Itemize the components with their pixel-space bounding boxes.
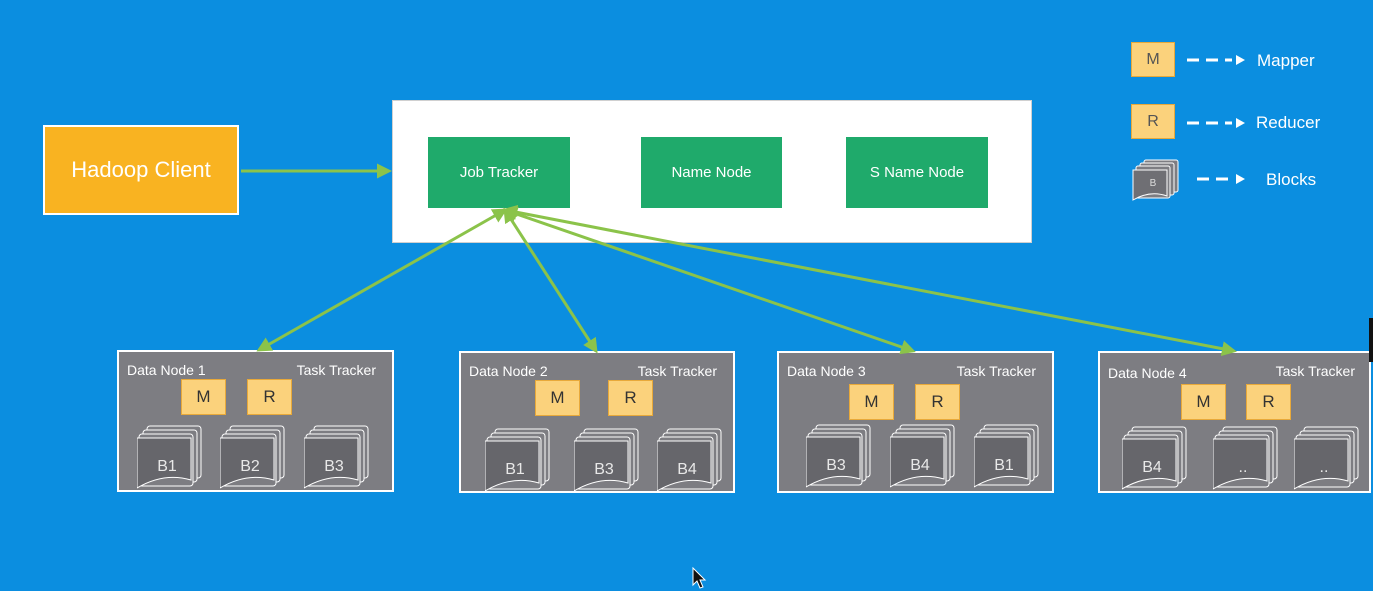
mapper-badge: M (535, 380, 580, 416)
dashed-arrow-icon (1187, 118, 1245, 128)
block-icon: B1 (485, 427, 553, 495)
block-label: B1 (157, 458, 177, 475)
block-icon: B2 (220, 424, 288, 492)
data-node-title: Data Node 4 (1108, 365, 1187, 381)
stacked-pages-icon (657, 428, 722, 492)
mapper-badge: M (849, 384, 894, 420)
s-name-node-box: S Name Node (846, 137, 988, 208)
dashed-arrow-icon (1197, 174, 1245, 184)
block-label: B1 (505, 461, 525, 478)
task-tracker-label: Task Tracker (956, 363, 1036, 379)
task-tracker-label: Task Tracker (1275, 363, 1355, 379)
stacked-pages-icon (1132, 159, 1179, 201)
block-label: B4 (677, 461, 697, 478)
stacked-pages-icon (1294, 426, 1359, 490)
block-icon: B1 (137, 424, 205, 492)
block-label: B3 (594, 461, 614, 478)
stacked-pages-icon (574, 428, 639, 492)
block-label: B4 (910, 457, 930, 474)
data-node-title: Data Node 1 (127, 362, 206, 378)
reducer-badge: R (247, 379, 292, 415)
block-icon: B3 (806, 423, 874, 491)
dashed-arrow-icon (1187, 55, 1245, 65)
legend-block-letter: B (1149, 178, 1157, 189)
block-label: B1 (994, 457, 1014, 474)
reducer-badge: R (915, 384, 960, 420)
legend-block-symbol: B (1132, 158, 1182, 202)
reducer-badge: R (1246, 384, 1291, 420)
stacked-pages-icon (137, 425, 202, 489)
legend-reducer-symbol: R (1131, 104, 1175, 139)
hadoop-client-box: Hadoop Client (43, 125, 239, 215)
master-panel: Job Tracker Name Node S Name Node (392, 100, 1032, 243)
stacked-pages-icon (485, 428, 550, 492)
block-label: .. (1238, 459, 1248, 476)
data-node-2: Data Node 2 Task Tracker M R B1 B3 B4 (459, 351, 735, 493)
job-tracker-label: Job Tracker (459, 164, 539, 181)
window-edge-marker (1369, 318, 1373, 362)
mapper-badge: M (181, 379, 226, 415)
data-node-1: Data Node 1 Task Tracker M R B1 B2 B3 (117, 350, 394, 492)
stacked-pages-icon (806, 424, 871, 488)
s-name-node-label: S Name Node (869, 164, 965, 181)
data-node-title: Data Node 3 (787, 363, 866, 379)
block-icon: B4 (1122, 425, 1190, 493)
block-label: .. (1319, 459, 1329, 476)
data-node-3: Data Node 3 Task Tracker M R B3 B4 B1 (777, 351, 1054, 493)
block-label: B2 (240, 458, 260, 475)
block-icon: .. (1213, 425, 1281, 493)
block-icon: B4 (657, 427, 725, 495)
data-node-title: Data Node 2 (469, 363, 548, 379)
block-label: B3 (826, 457, 846, 474)
mapper-badge: M (1181, 384, 1226, 420)
block-label: B4 (1142, 459, 1162, 476)
legend-blocks-label: Blocks (1266, 170, 1317, 189)
name-node-box: Name Node (641, 137, 782, 208)
block-icon: .. (1294, 425, 1362, 493)
block-icon: B3 (574, 427, 642, 495)
stacked-pages-icon (304, 425, 369, 489)
block-icon: B3 (304, 424, 372, 492)
block-icon: B1 (974, 423, 1042, 491)
block-icon: B4 (890, 423, 958, 491)
hadoop-client-label: Hadoop Client (71, 157, 211, 182)
mouse-cursor-icon (692, 567, 707, 589)
stacked-pages-icon (1213, 426, 1278, 490)
legend-mapper-label: Mapper (1257, 51, 1315, 70)
block-label: B3 (324, 458, 344, 475)
stacked-pages-icon (890, 424, 955, 488)
stacked-pages-icon (974, 424, 1039, 488)
task-tracker-label: Task Tracker (296, 362, 376, 378)
name-node-label: Name Node (671, 164, 752, 181)
task-tracker-label: Task Tracker (637, 363, 717, 379)
legend-mapper-symbol: M (1131, 42, 1175, 77)
stacked-pages-icon (1122, 426, 1187, 490)
legend-reducer-label: Reducer (1256, 113, 1321, 132)
job-tracker-box: Job Tracker (428, 137, 570, 208)
data-node-4: Data Node 4 Task Tracker M R B4 .. .. (1098, 351, 1371, 493)
stacked-pages-icon (220, 425, 285, 489)
reducer-badge: R (608, 380, 653, 416)
